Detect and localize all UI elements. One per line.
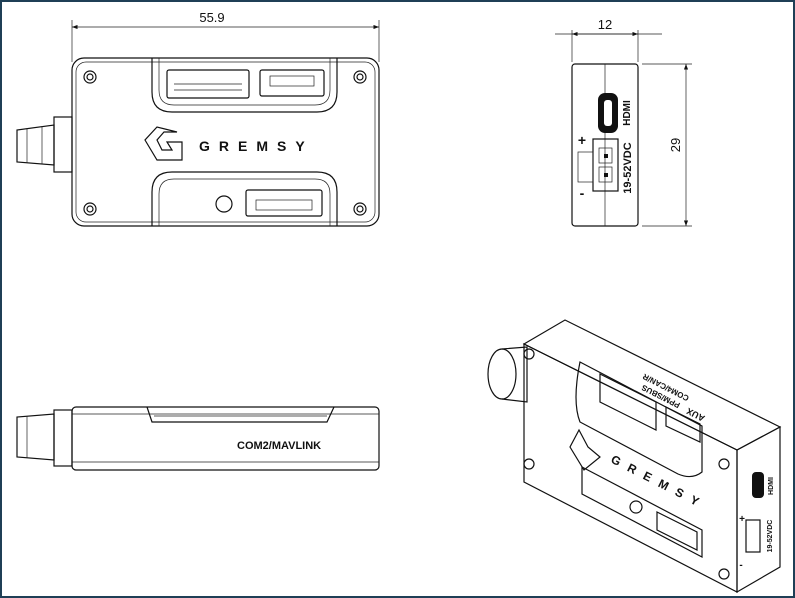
plus-label: + [578, 132, 586, 148]
aux-label: AUX [685, 406, 706, 424]
iso-hdmi-port-icon [752, 472, 764, 498]
side-view: 12 29 HDMI + - 19-52VDC [555, 17, 692, 227]
front-view: 55.9 GREMSY [16, 10, 380, 227]
height-dimension: 29 [668, 138, 683, 152]
gremsy-logo-icon [144, 126, 183, 161]
com2-label: COM2/MAVLINK [237, 440, 321, 452]
minus-label: - [580, 185, 585, 201]
iso-hdmi-label: HDMI [768, 477, 775, 495]
iso-power-label: 19-52VDC [767, 520, 774, 553]
screw-icons [83, 70, 367, 216]
width-dimension: 55.9 [199, 10, 224, 25]
iso-brand-label: GREMSY [609, 452, 710, 513]
brand-label: GREMSY [199, 138, 314, 154]
hdmi-label: HDMI [622, 100, 633, 126]
bottom-view: COM2/MAVLINK [16, 406, 380, 471]
iso-minus-label: - [739, 560, 742, 571]
isometric-view: GREMSY COM4/CAN/R PPM/SBUS AUX HDMI 19-5… [487, 319, 782, 594]
iso-plus-label: + [739, 514, 745, 525]
depth-dimension: 12 [598, 17, 612, 32]
power-label: 19-52VDC [622, 142, 634, 193]
